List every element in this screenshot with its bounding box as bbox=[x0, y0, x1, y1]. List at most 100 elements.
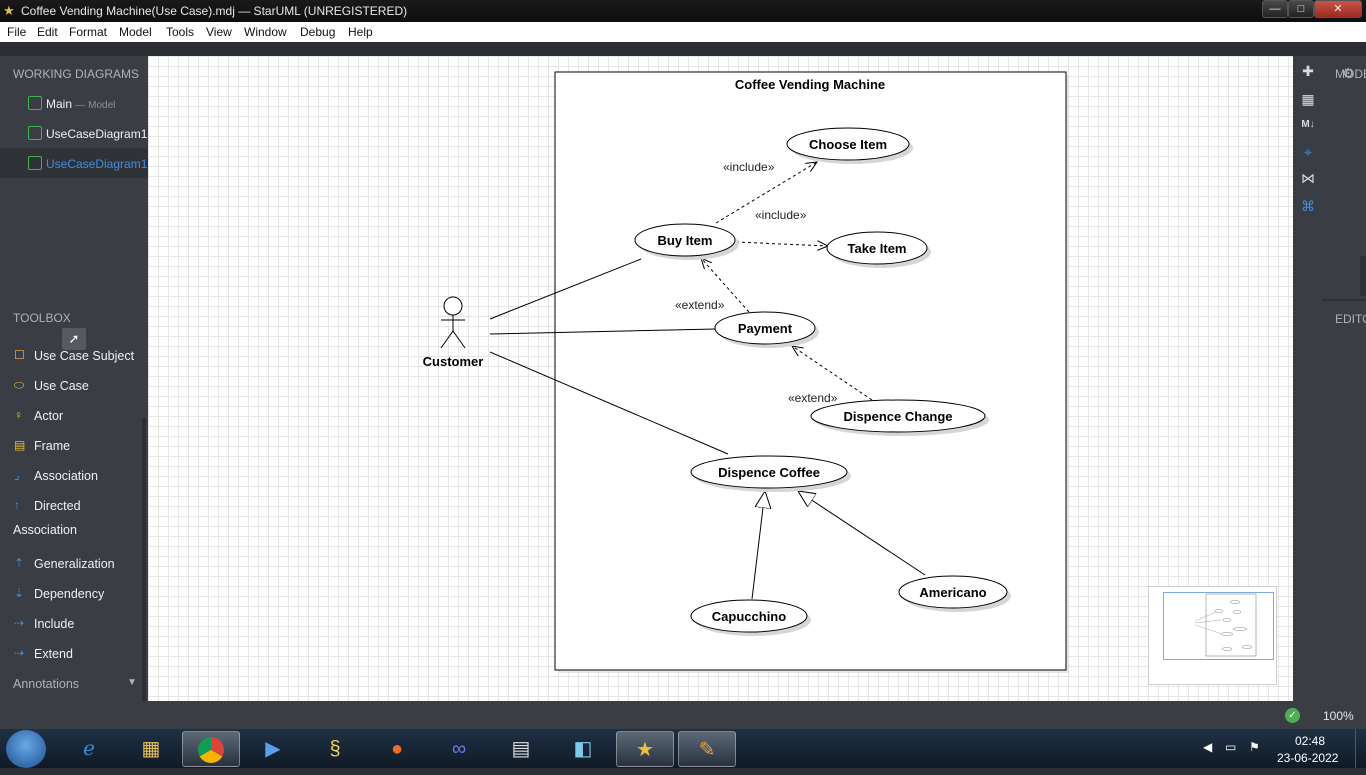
tool-use-case[interactable]: ⬭Use Case bbox=[14, 378, 89, 393]
staruml-icon[interactable]: ★ bbox=[616, 731, 674, 767]
minimap-viewport[interactable] bbox=[1163, 592, 1274, 660]
association-payment[interactable] bbox=[489, 328, 717, 335]
extension-puzzle-icon[interactable]: ✚ bbox=[1302, 63, 1314, 79]
validation-ok-icon[interactable]: ✓ bbox=[1285, 708, 1300, 723]
use-case-take-item[interactable] bbox=[826, 231, 928, 265]
maximize-button[interactable]: □ bbox=[1288, 0, 1314, 18]
toolbox-annotations-section[interactable]: Annotations▼ bbox=[13, 677, 137, 691]
use-case-dispence-coffee[interactable] bbox=[690, 455, 848, 489]
extend-change-payment[interactable] bbox=[792, 346, 873, 401]
tool-frame[interactable]: ▤Frame bbox=[14, 438, 71, 453]
menu-format[interactable]: Format bbox=[69, 25, 108, 39]
menu-window[interactable]: Window bbox=[244, 25, 287, 39]
clock-time[interactable]: 02:48 bbox=[1295, 734, 1326, 748]
menu-bar: File Edit Format Model Tools View Window… bbox=[0, 22, 1366, 42]
media-player-icon[interactable]: ▶ bbox=[265, 738, 281, 760]
file-explorer-icon[interactable]: ▦ bbox=[141, 738, 161, 760]
firefox-icon[interactable]: ● bbox=[390, 738, 404, 760]
working-diagrams-title: WORKING DIAGRAMS bbox=[13, 67, 140, 81]
tool-extend[interactable]: ⇢Extend bbox=[14, 646, 73, 661]
extend-label: «extend» bbox=[788, 391, 838, 405]
action-center-icon[interactable]: ⚑ bbox=[1249, 740, 1260, 754]
menu-edit[interactable]: Edit bbox=[37, 25, 58, 39]
menu-view[interactable]: View bbox=[206, 25, 232, 39]
chrome-icon[interactable] bbox=[182, 731, 240, 767]
notepad-icon[interactable]: ▤ bbox=[511, 738, 531, 760]
generalization-capucchino[interactable] bbox=[751, 491, 765, 600]
working-diagram-usecase-1[interactable]: UseCaseDiagram1 bbox=[0, 118, 148, 148]
menu-model[interactable]: Model bbox=[119, 25, 152, 39]
use-case-americano[interactable] bbox=[898, 575, 1008, 609]
menu-help[interactable]: Help bbox=[348, 25, 373, 39]
use-case-buy-item[interactable] bbox=[634, 223, 736, 257]
layout-icon[interactable]: ▦ bbox=[1301, 91, 1315, 107]
generalization-icon: ⇡ bbox=[14, 556, 25, 570]
class-diagram-icon bbox=[28, 96, 42, 110]
include-label: «include» bbox=[755, 208, 807, 222]
python-icon[interactable]: § bbox=[329, 738, 341, 760]
window-title: Coffee Vending Machine(Use Case).mdj — S… bbox=[21, 4, 408, 18]
markdown-icon[interactable]: M↓ bbox=[1301, 119, 1315, 130]
actor-icon: ♀ bbox=[14, 408, 23, 422]
editors-panel-title: EDITORS bbox=[1335, 312, 1366, 326]
minimize-button[interactable]: — bbox=[1262, 0, 1288, 18]
use-case-label: Take Item bbox=[847, 241, 906, 256]
tool-use-case-subject[interactable]: ☐Use Case Subject bbox=[14, 348, 135, 363]
panel-splitter[interactable] bbox=[1322, 299, 1366, 301]
working-diagram-usecase-2[interactable]: UseCaseDiagram1 bbox=[0, 148, 148, 178]
use-case-capucchino[interactable] bbox=[690, 599, 808, 633]
share-icon[interactable]: ⋈ bbox=[1301, 170, 1315, 186]
toolbox-scrollbar[interactable] bbox=[142, 418, 146, 701]
tool-generalization[interactable]: ⇡Generalization bbox=[14, 556, 115, 571]
use-case-diagram-icon bbox=[28, 126, 42, 140]
association-buy-item[interactable] bbox=[489, 258, 642, 320]
association-dispence-coffee[interactable] bbox=[489, 351, 729, 455]
tool-actor[interactable]: ♀Actor bbox=[14, 408, 64, 423]
navigator-crosshair-icon[interactable]: ⌖ bbox=[1304, 144, 1312, 160]
chevron-down-icon: ▼ bbox=[127, 677, 137, 688]
zoom-level[interactable]: 100% bbox=[1323, 709, 1354, 723]
infinity-app-icon[interactable]: ∞ bbox=[451, 738, 467, 760]
use-case-label: Dispence Change bbox=[843, 409, 952, 424]
menu-file[interactable]: File bbox=[7, 25, 27, 39]
clock-date[interactable]: 23-06-2022 bbox=[1277, 751, 1339, 765]
gear-icon[interactable]: ⚙ bbox=[1342, 65, 1355, 81]
tool-include[interactable]: ⇢Include bbox=[14, 616, 75, 631]
tool-directed-association-cont[interactable]: Association bbox=[13, 523, 77, 537]
menu-debug[interactable]: Debug bbox=[300, 25, 336, 39]
diagram-minimap[interactable] bbox=[1148, 586, 1277, 685]
working-diagram-sub: — Model bbox=[75, 100, 116, 111]
working-diagram-label: Main bbox=[46, 97, 73, 111]
diagram-canvas[interactable]: Coffee Vending Machine Customer bbox=[148, 56, 1293, 701]
tool-dependency[interactable]: ⇣Dependency bbox=[14, 586, 105, 601]
use-case-label: Payment bbox=[738, 321, 793, 336]
book-app-icon[interactable]: ◧ bbox=[573, 738, 593, 760]
generalization-americano[interactable] bbox=[798, 491, 926, 576]
paint-icon[interactable]: ✎ bbox=[678, 731, 736, 767]
show-desktop-button[interactable] bbox=[1355, 729, 1366, 768]
working-diagram-main[interactable]: Main — Model bbox=[0, 88, 148, 118]
start-button[interactable] bbox=[6, 730, 46, 768]
tool-association[interactable]: ⌟Association bbox=[14, 468, 98, 483]
use-case-choose-item[interactable] bbox=[786, 127, 910, 161]
select-cursor-tool[interactable]: ➚ bbox=[62, 328, 86, 350]
extend-payment-buy-item[interactable] bbox=[701, 258, 750, 313]
use-case-payment[interactable] bbox=[714, 311, 816, 345]
speaker-icon[interactable]: ◀ bbox=[1203, 740, 1213, 754]
tool-directed-association[interactable]: ↑Directed bbox=[14, 498, 81, 513]
model-panel-scrollbar[interactable] bbox=[1360, 256, 1366, 296]
menu-tools[interactable]: Tools bbox=[166, 25, 195, 39]
include-choose-item[interactable] bbox=[715, 162, 817, 224]
frame-icon: ▤ bbox=[14, 438, 26, 452]
close-button[interactable]: ✕ bbox=[1314, 0, 1362, 18]
actor-customer[interactable] bbox=[440, 296, 466, 349]
gift-icon[interactable]: ⌘ bbox=[1301, 198, 1315, 214]
extend-label: «extend» bbox=[675, 298, 725, 312]
model-panel-title: MODEL bbox=[1335, 67, 1366, 81]
use-case-label: Americano bbox=[919, 585, 986, 600]
network-icon[interactable]: ▭ bbox=[1225, 740, 1237, 754]
use-case-dispence-change[interactable] bbox=[810, 399, 986, 433]
dependency-icon: ⇣ bbox=[14, 586, 25, 600]
internet-explorer-icon[interactable]: ℯ bbox=[83, 738, 95, 760]
directed-association-icon: ↑ bbox=[14, 498, 20, 512]
